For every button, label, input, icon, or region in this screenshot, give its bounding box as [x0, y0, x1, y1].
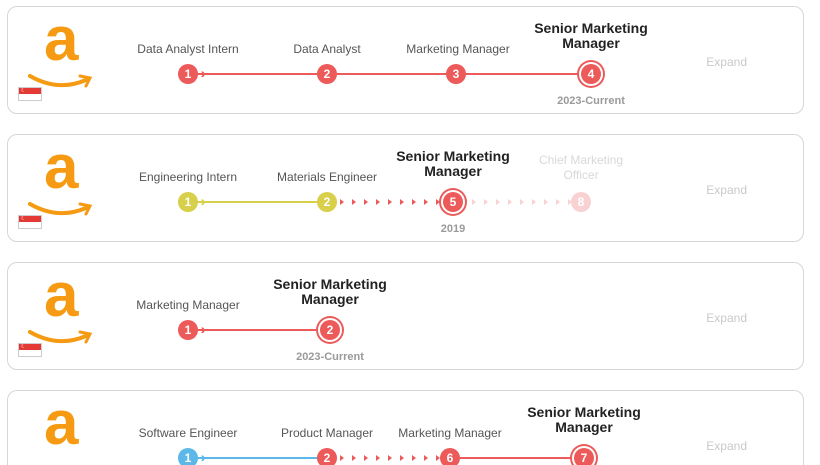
role-date: 2023-Current [557, 95, 625, 107]
singapore-flag-icon: ☾ [18, 87, 42, 101]
career-card[interactable]: a ☾ Data Analyst Intern Data Analyst Mar… [7, 6, 804, 114]
role-title: Software Engineer [138, 426, 238, 440]
amazon-logo: a [44, 390, 79, 458]
timeline-line [188, 457, 327, 459]
role-node[interactable]: 2 [317, 448, 337, 465]
role-title: Data Analyst Intern [137, 42, 239, 56]
amazon-logo: a [22, 137, 102, 231]
timeline-gap [340, 199, 440, 205]
current-role-title: Senior Marketing Manager [527, 404, 641, 435]
expand-button[interactable]: Expand [706, 183, 747, 197]
role-node[interactable]: 2 [317, 64, 337, 84]
timeline-gap [340, 455, 440, 461]
role-node[interactable]: 6 [440, 448, 460, 465]
role-date: 2019 [440, 223, 466, 235]
role-title: Marketing Manager [136, 298, 240, 312]
current-role-node[interactable]: 2 [320, 320, 340, 340]
timeline-line [188, 329, 330, 331]
career-card[interactable]: a ☾ Engineering Intern Materials Enginee… [7, 134, 804, 242]
role-node[interactable]: 1 [178, 192, 198, 212]
amazon-logo: a [22, 9, 102, 103]
amazon-logo: a [22, 265, 102, 359]
role-node[interactable]: 2 [317, 192, 337, 212]
career-card[interactable]: a ☾ Marketing Manager Senior Marketing M… [7, 262, 804, 370]
role-node[interactable]: 1 [178, 64, 198, 84]
role-title: Engineering Intern [138, 170, 238, 184]
current-role-title: Senior Marketing Manager [396, 148, 510, 179]
singapore-flag-icon: ☾ [18, 215, 42, 229]
future-role-title: Chief Marketing Officer [538, 153, 624, 182]
timeline-line [449, 457, 584, 459]
role-title: Materials Engineer [276, 170, 378, 184]
current-role-node[interactable]: 7 [574, 448, 594, 465]
current-role-title: Senior Marketing Manager [534, 20, 648, 51]
future-role-node[interactable]: 8 [571, 192, 591, 212]
role-title: Product Manager [280, 426, 374, 440]
career-card[interactable]: a Software Engineer Product Manager Mark… [7, 390, 804, 465]
expand-button[interactable]: Expand [706, 311, 747, 325]
timeline-gap [472, 199, 572, 205]
role-date: 2023-Current [296, 351, 364, 363]
role-node[interactable]: 1 [178, 448, 198, 465]
current-role-node[interactable]: 4 [581, 64, 601, 84]
role-node[interactable]: 1 [178, 320, 198, 340]
timeline-line [188, 201, 327, 203]
singapore-flag-icon: ☾ [18, 343, 42, 357]
timeline-line [188, 73, 591, 75]
expand-button[interactable]: Expand [706, 55, 747, 69]
current-role-node[interactable]: 5 [443, 192, 463, 212]
role-title: Marketing Manager [398, 426, 502, 440]
current-role-title: Senior Marketing Manager [273, 276, 387, 307]
role-title: Marketing Manager [406, 42, 510, 56]
role-node[interactable]: 3 [446, 64, 466, 84]
expand-button[interactable]: Expand [706, 439, 747, 453]
role-title: Data Analyst [293, 42, 361, 56]
